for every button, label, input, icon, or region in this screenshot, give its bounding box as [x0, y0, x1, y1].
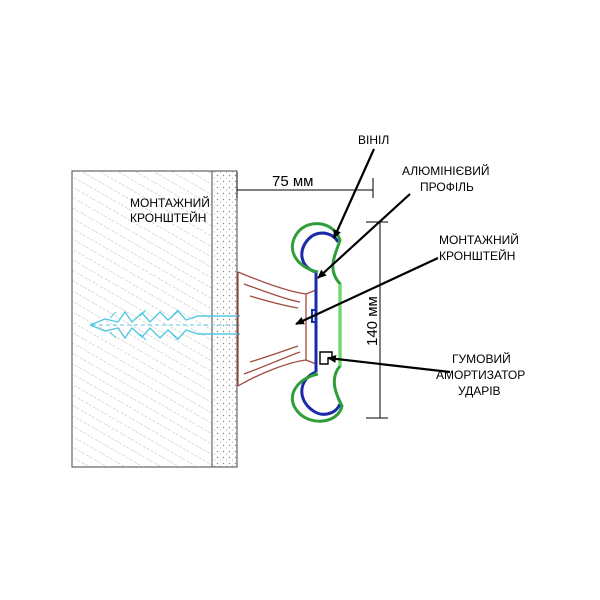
aluminum-callout-label-line1: АЛЮМІНІЄВИЙ	[402, 163, 489, 178]
absorber-callout-label-line3: УДАРІВ	[458, 384, 501, 398]
width-dimension	[236, 172, 374, 198]
aluminum-callout-arrow	[317, 193, 411, 279]
height-dimension-label: 140 мм	[364, 296, 381, 346]
wall-label-line1: МОНТАЖНИЙ	[130, 195, 210, 210]
width-dimension-label: 75 мм	[272, 173, 313, 190]
wall-label-line2: КРОНШТЕЙН	[130, 210, 206, 225]
vinyl-cover	[291, 222, 344, 423]
mounting-bracket	[237, 271, 317, 387]
absorber-callout-label-line1: ГУМОВИЙ	[452, 351, 511, 366]
aluminum-callout-label-line2: ПРОФІЛЬ	[420, 180, 474, 194]
absorber-callout-arrow	[327, 354, 451, 374]
bracket-callout-arrow	[295, 257, 439, 325]
absorber-callout-label-line2: АМОРТИЗАТОР	[436, 368, 525, 382]
bracket-callout-label-line1: МОНТАЖНИЙ	[439, 232, 519, 247]
vinyl-callout-label: ВІНІЛ	[358, 133, 389, 147]
vinyl-callout-arrow	[332, 148, 376, 239]
height-dimension	[366, 221, 388, 419]
plaster-layer	[211, 170, 238, 468]
bracket-callout-label-line2: КРОНШТЕЙН	[439, 248, 515, 263]
wall-dowel	[89, 309, 240, 341]
